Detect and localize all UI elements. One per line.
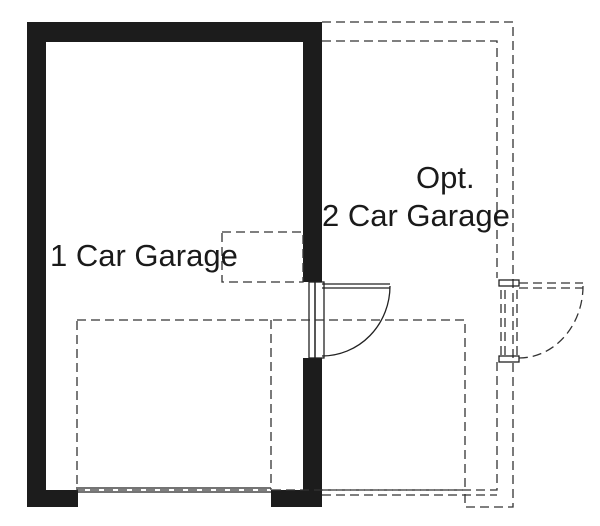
garage-door <box>76 487 271 493</box>
one-car-garage-label: 1 Car Garage <box>50 238 238 273</box>
one-car-garage-walls <box>27 22 322 507</box>
storage-outline <box>221 231 304 283</box>
optional-garage-walls <box>322 21 518 508</box>
two-car-garage-label: 2 Car Garage <box>322 198 510 233</box>
optional-entry-door <box>498 279 584 363</box>
car-parking-outline <box>76 319 466 491</box>
optional-label: Opt. <box>416 160 475 195</box>
